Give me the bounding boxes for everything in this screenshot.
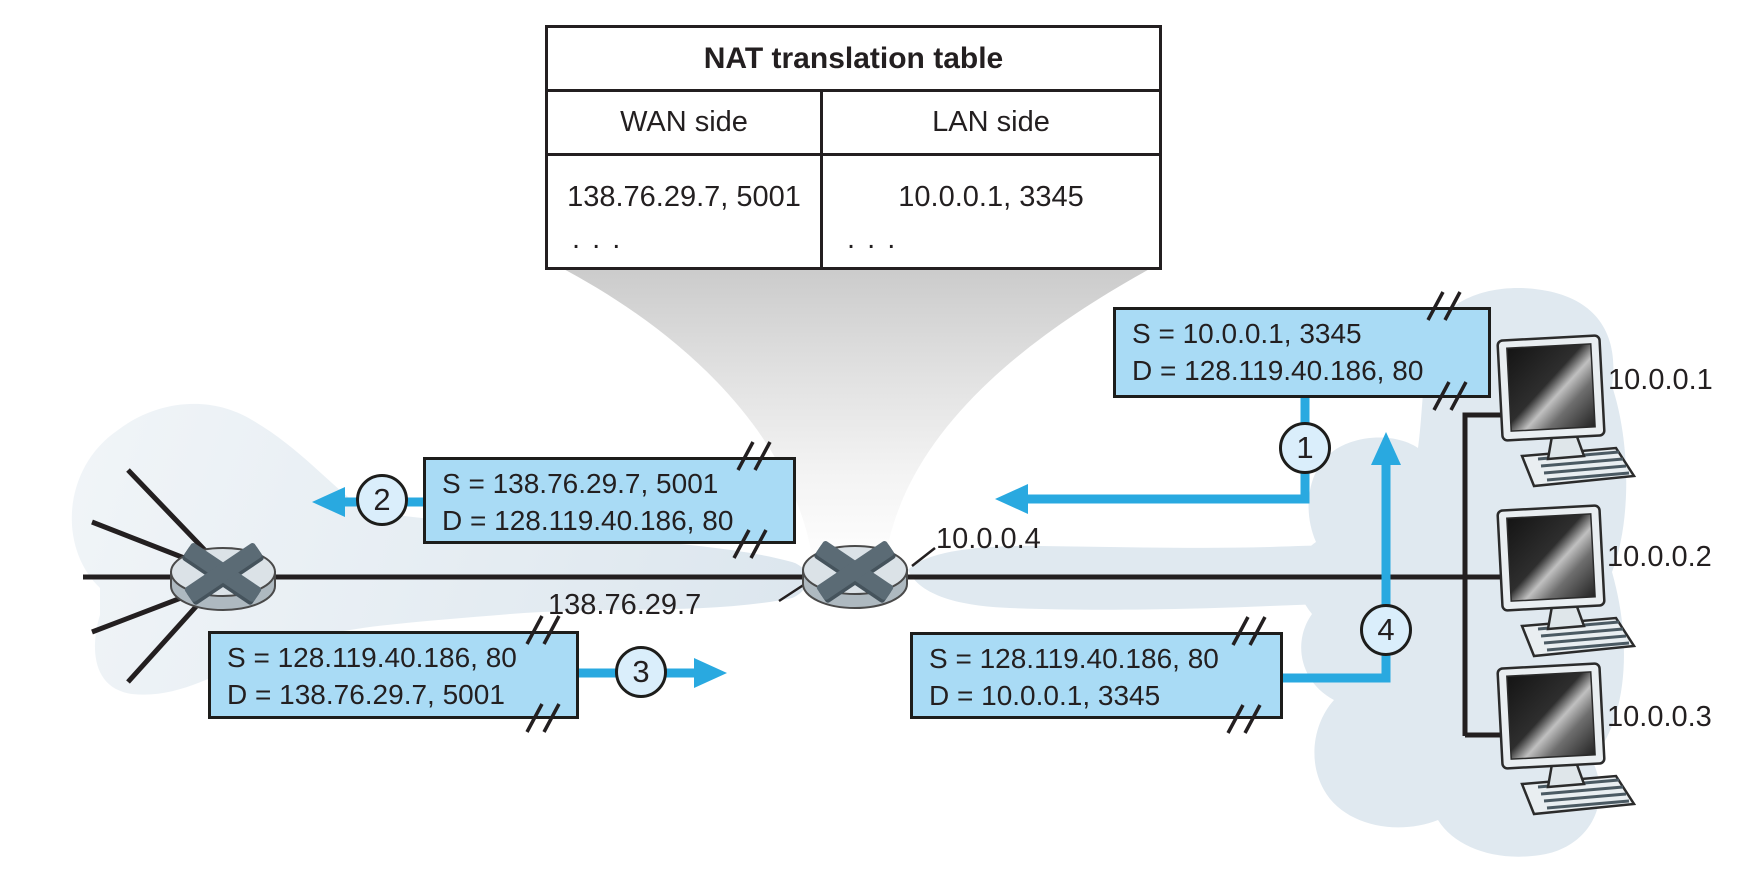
lan-column-header: LAN side (823, 92, 1159, 156)
packet-label-2: S = 138.76.29.7, 5001 D = 128.119.40.186… (423, 457, 796, 544)
router-wan-interface-label: 138.76.29.7 (548, 589, 702, 621)
lan-ellipsis: . . . (847, 222, 898, 255)
host-ip-label-1: 10.0.0.1 (1608, 364, 1713, 396)
step-circle-1: 1 (1279, 422, 1331, 474)
packet-2-dest: D = 128.119.40.186, 80 (442, 505, 734, 536)
arrow-4 (1282, 461, 1391, 683)
host-ip-label-2: 10.0.0.2 (1607, 541, 1712, 573)
packet-3-source: S = 128.119.40.186, 80 (227, 642, 517, 673)
packet-3-dest: D = 138.76.29.7, 5001 (227, 679, 505, 710)
packet-2-source: S = 138.76.29.7, 5001 (442, 468, 719, 499)
nat-table-title: NAT translation table (548, 28, 1159, 92)
packet-label-4: S = 128.119.40.186, 80 D = 10.0.0.1, 334… (910, 632, 1283, 719)
step-circle-2: 2 (356, 474, 408, 526)
lan-column: LAN side 10.0.0.1, 3345 . . . (823, 92, 1159, 270)
packet-4-source: S = 128.119.40.186, 80 (929, 643, 1219, 674)
wan-column-header: WAN side (548, 92, 820, 156)
interface-pointer-lines (778, 547, 936, 603)
arrow-1 (1024, 397, 1310, 504)
internet-cloud (71, 403, 808, 695)
packet-label-1: S = 10.0.0.1, 3345 D = 128.119.40.186, 8… (1113, 307, 1491, 398)
packet-arrowheads (312, 432, 1401, 688)
step-circle-3: 3 (615, 646, 667, 698)
wan-ellipsis: . . . (572, 222, 623, 255)
nat-router-icon (802, 538, 908, 609)
wan-column: WAN side 138.76.29.7, 5001 . . . (548, 92, 823, 270)
router-lan-interface-label: 10.0.0.4 (936, 523, 1041, 555)
nat-translation-table: NAT translation table WAN side 138.76.29… (545, 25, 1162, 270)
host-ip-label-3: 10.0.0.3 (1607, 701, 1712, 733)
packet-1-source: S = 10.0.0.1, 3345 (1132, 318, 1362, 349)
step-circle-4: 4 (1360, 604, 1412, 656)
wan-table-entry: 138.76.29.7, 5001 (567, 181, 801, 213)
isp-router-icon (170, 540, 276, 611)
nat-table-funnel (558, 266, 1155, 556)
lan-table-entry: 10.0.0.1, 3345 (898, 181, 1084, 213)
packet-label-3: S = 128.119.40.186, 80 D = 138.76.29.7, … (208, 631, 579, 719)
packet-1-dest: D = 128.119.40.186, 80 (1132, 355, 1424, 386)
packet-4-dest: D = 10.0.0.1, 3345 (929, 680, 1161, 711)
network-links (83, 412, 1506, 738)
